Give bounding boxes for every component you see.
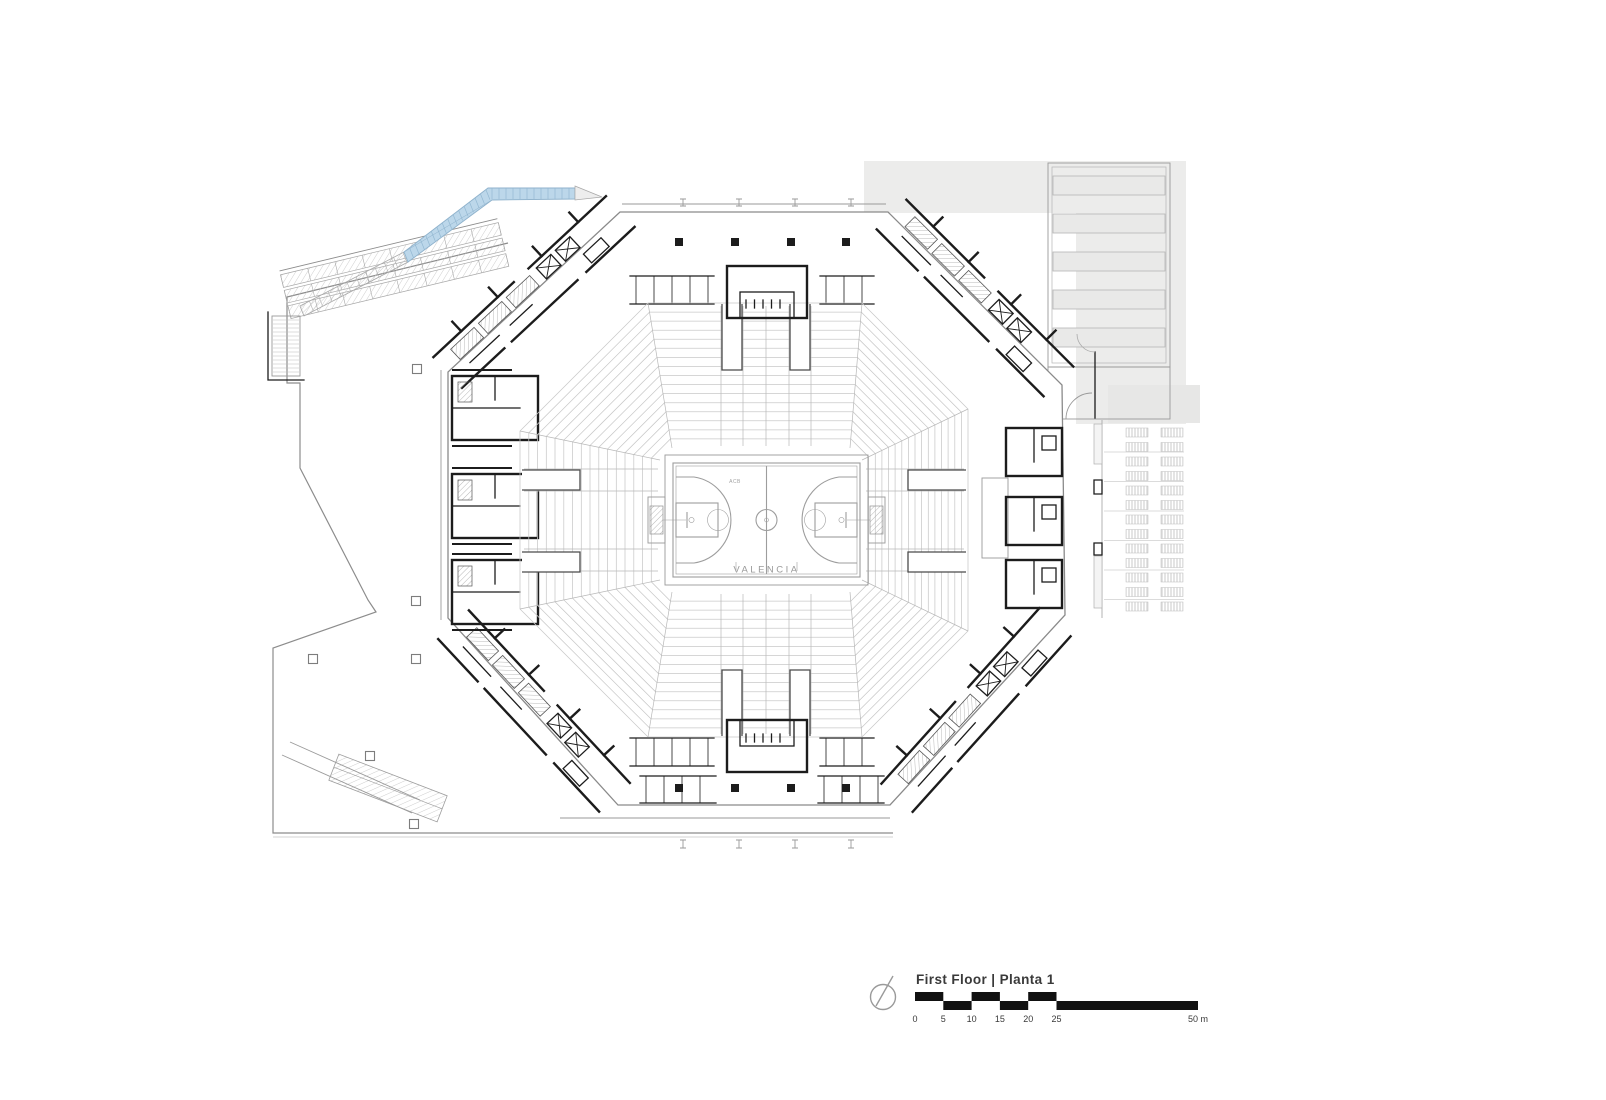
vomitory-north-structure bbox=[725, 264, 809, 320]
annex-building bbox=[1035, 162, 1171, 420]
scale-label-2: 10 bbox=[967, 1014, 977, 1024]
annex-ramp-bands bbox=[1052, 175, 1166, 348]
scale-label-3: 15 bbox=[995, 1014, 1005, 1024]
plaza-columns bbox=[307, 363, 423, 830]
scale-label-0: 0 bbox=[912, 1014, 917, 1024]
west-room-blocks bbox=[450, 369, 540, 631]
court-center-label: VALENCIA bbox=[733, 565, 799, 576]
facade-ticks bbox=[680, 198, 854, 849]
vomitory-south-structure bbox=[725, 718, 809, 774]
plaza-ramp-south bbox=[328, 753, 448, 823]
scale-label-1: 5 bbox=[941, 1014, 946, 1024]
parking-strips bbox=[1093, 420, 1184, 618]
east-suite-boxes bbox=[981, 426, 1064, 610]
scale-label-4: 20 bbox=[1023, 1014, 1033, 1024]
arena-outer-shell bbox=[440, 198, 1066, 849]
scale-label-50m: 50 m bbox=[1188, 1014, 1208, 1024]
scale-label-5: 25 bbox=[1051, 1014, 1061, 1024]
seating-bowl-rows bbox=[519, 302, 969, 738]
court-league-label: ACB bbox=[729, 479, 741, 485]
scale-bar: 0 5 10 15 20 25 50 m bbox=[912, 992, 1208, 1024]
bowl-perimeter-rooms bbox=[629, 275, 885, 804]
corner-room-clusters bbox=[431, 194, 1075, 814]
escalator-bridge bbox=[299, 185, 603, 317]
floor-title: First Floor | Planta 1 bbox=[916, 972, 1055, 987]
concourse-columns bbox=[675, 238, 850, 792]
north-arrow-icon bbox=[869, 975, 897, 1011]
basketball-court: VALENCIA ACB bbox=[663, 462, 870, 578]
title-block: First Floor | Planta 1 0 5 10 15 20 25 50 m bbox=[869, 972, 1208, 1024]
plaza-stair-west bbox=[267, 311, 305, 381]
